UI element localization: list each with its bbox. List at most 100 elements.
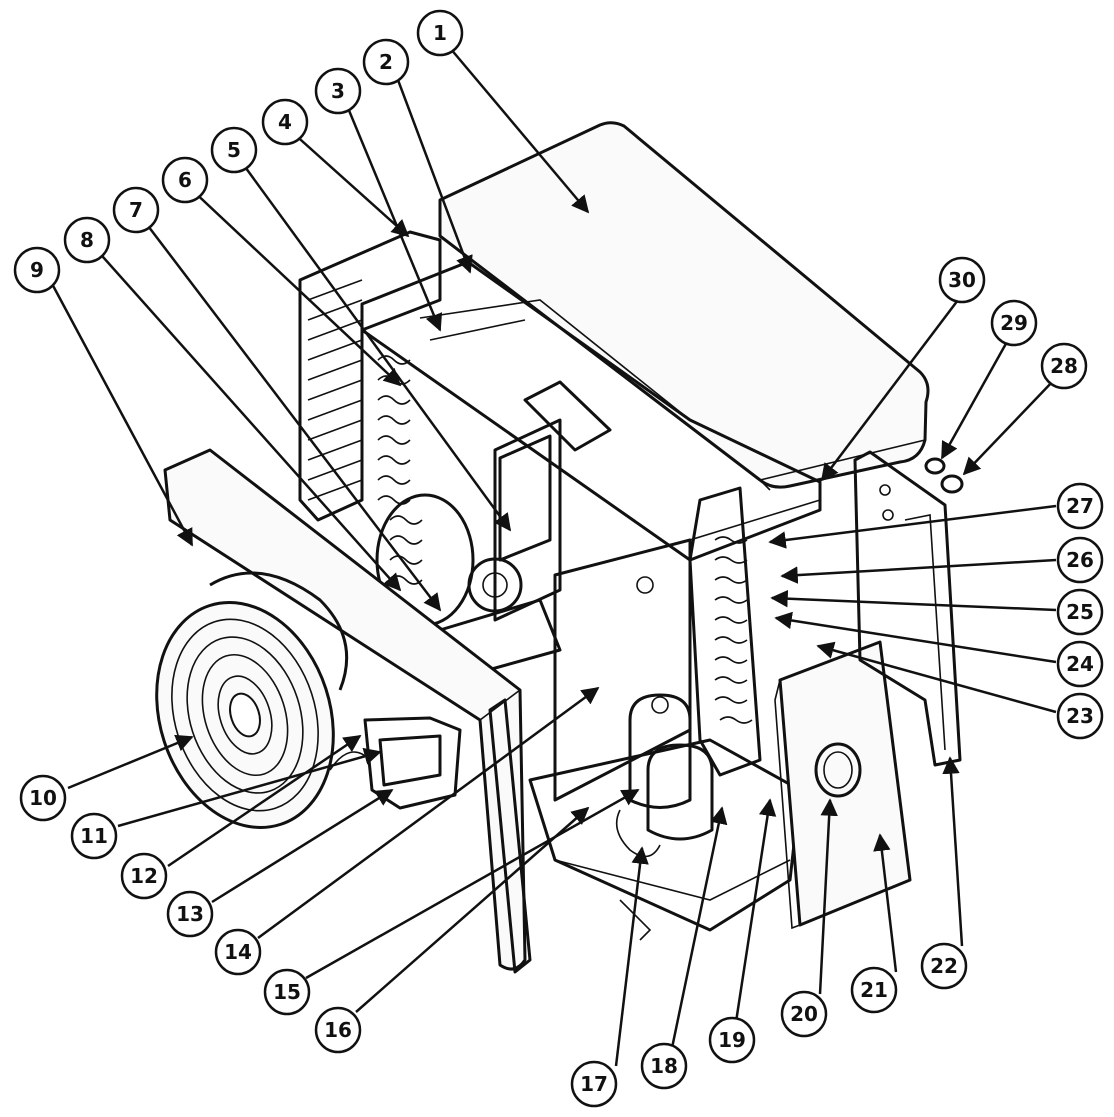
svg-text:15: 15 xyxy=(273,980,301,1004)
callouts: 1 2 3 4 5 6 7 8 9 10 11 12 13 14 15 16 1… xyxy=(13,9,1104,1108)
svg-text:18: 18 xyxy=(650,1054,678,1078)
callout-11: 11 xyxy=(70,812,118,860)
callout-8: 8 xyxy=(63,216,111,264)
svg-text:23: 23 xyxy=(1066,704,1094,728)
svg-text:20: 20 xyxy=(790,1002,818,1026)
leader-14 xyxy=(257,686,600,940)
svg-text:17: 17 xyxy=(580,1072,608,1096)
svg-text:7: 7 xyxy=(129,198,143,222)
leader-4 xyxy=(291,131,410,238)
base-tray xyxy=(528,738,802,932)
svg-text:9: 9 xyxy=(30,258,44,282)
callout-21: 21 xyxy=(850,966,898,1014)
leader-12 xyxy=(167,734,362,868)
svg-text:14: 14 xyxy=(224,940,252,964)
electrical-box xyxy=(523,380,612,452)
water-connector-2 xyxy=(924,457,946,475)
leader-28 xyxy=(962,379,1055,476)
callout-19: 19 xyxy=(708,1016,756,1064)
unit-drawing xyxy=(155,121,964,974)
grille-louvers xyxy=(307,279,363,501)
leader-19 xyxy=(734,798,777,1023)
leader-13 xyxy=(211,788,394,904)
svg-text:27: 27 xyxy=(1066,494,1094,518)
callout-7: 7 xyxy=(112,186,160,234)
callout-14: 14 xyxy=(214,928,262,976)
leader-lines xyxy=(48,47,1057,1067)
leader-7 xyxy=(141,217,442,612)
svg-text:29: 29 xyxy=(1000,311,1028,335)
callout-23: 23 xyxy=(1056,692,1104,740)
leader-29 xyxy=(940,339,1010,460)
leader-16 xyxy=(355,806,590,1013)
leader-3 xyxy=(346,107,443,332)
callout-4: 4 xyxy=(261,98,309,146)
callout-15: 15 xyxy=(263,968,311,1016)
rear-grille-panel xyxy=(298,230,442,522)
callout-12: 12 xyxy=(120,852,168,900)
svg-text:11: 11 xyxy=(80,824,108,848)
callout-24: 24 xyxy=(1056,640,1104,688)
condenser-coil xyxy=(714,536,753,724)
leader-11 xyxy=(117,747,382,828)
svg-text:19: 19 xyxy=(718,1028,746,1052)
water-connector-1 xyxy=(940,474,964,494)
leader-10 xyxy=(67,734,194,790)
leader-21 xyxy=(873,833,898,973)
leader-20 xyxy=(818,798,838,995)
svg-text:22: 22 xyxy=(930,954,958,978)
leader-17 xyxy=(614,846,649,1067)
compressor xyxy=(615,693,714,858)
callout-25: 25 xyxy=(1056,588,1104,636)
leader-8 xyxy=(94,247,402,592)
leader-2 xyxy=(396,79,473,274)
leader-22 xyxy=(942,756,964,947)
svg-text:2: 2 xyxy=(379,50,393,74)
leader-24 xyxy=(774,611,1057,664)
svg-text:28: 28 xyxy=(1050,354,1078,378)
leader-15 xyxy=(305,788,640,980)
leader-27 xyxy=(768,504,1057,549)
evaporator-coil xyxy=(377,355,423,585)
partition-plate xyxy=(493,418,562,622)
svg-text:26: 26 xyxy=(1066,548,1094,572)
leader-18 xyxy=(670,806,728,1049)
leader-30 xyxy=(820,299,959,482)
svg-text:30: 30 xyxy=(948,268,976,292)
callout-18: 18 xyxy=(640,1042,688,1090)
callout-30: 30 xyxy=(938,256,986,304)
front-service-panel xyxy=(778,640,912,927)
callout-9: 9 xyxy=(13,246,61,294)
svg-text:12: 12 xyxy=(130,864,158,888)
callout-29: 29 xyxy=(990,299,1038,347)
callout-22: 22 xyxy=(920,942,968,990)
callout-28: 28 xyxy=(1040,342,1088,390)
svg-text:5: 5 xyxy=(227,138,241,162)
leader-9 xyxy=(48,279,194,547)
svg-text:4: 4 xyxy=(278,110,292,134)
svg-text:8: 8 xyxy=(80,228,94,252)
svg-text:16: 16 xyxy=(324,1018,352,1042)
callout-26: 26 xyxy=(1056,536,1104,584)
callout-2: 2 xyxy=(362,38,410,86)
pressure-gauge xyxy=(814,742,862,798)
top-frame xyxy=(360,260,822,562)
svg-text:3: 3 xyxy=(331,79,345,103)
leader-5 xyxy=(238,159,512,532)
callout-13: 13 xyxy=(166,890,214,938)
svg-text:25: 25 xyxy=(1066,600,1094,624)
side-panel xyxy=(553,538,692,802)
svg-text:13: 13 xyxy=(176,902,204,926)
callout-10: 10 xyxy=(19,774,67,822)
svg-text:1: 1 xyxy=(433,21,447,45)
svg-text:10: 10 xyxy=(29,786,57,810)
leader-23 xyxy=(816,641,1057,714)
svg-text:6: 6 xyxy=(178,168,192,192)
leader-6 xyxy=(189,187,402,387)
callout-27: 27 xyxy=(1056,482,1104,530)
leader-25 xyxy=(770,589,1057,612)
callout-16: 16 xyxy=(314,1006,362,1054)
svg-text:24: 24 xyxy=(1066,652,1094,676)
leader-1 xyxy=(449,47,590,214)
